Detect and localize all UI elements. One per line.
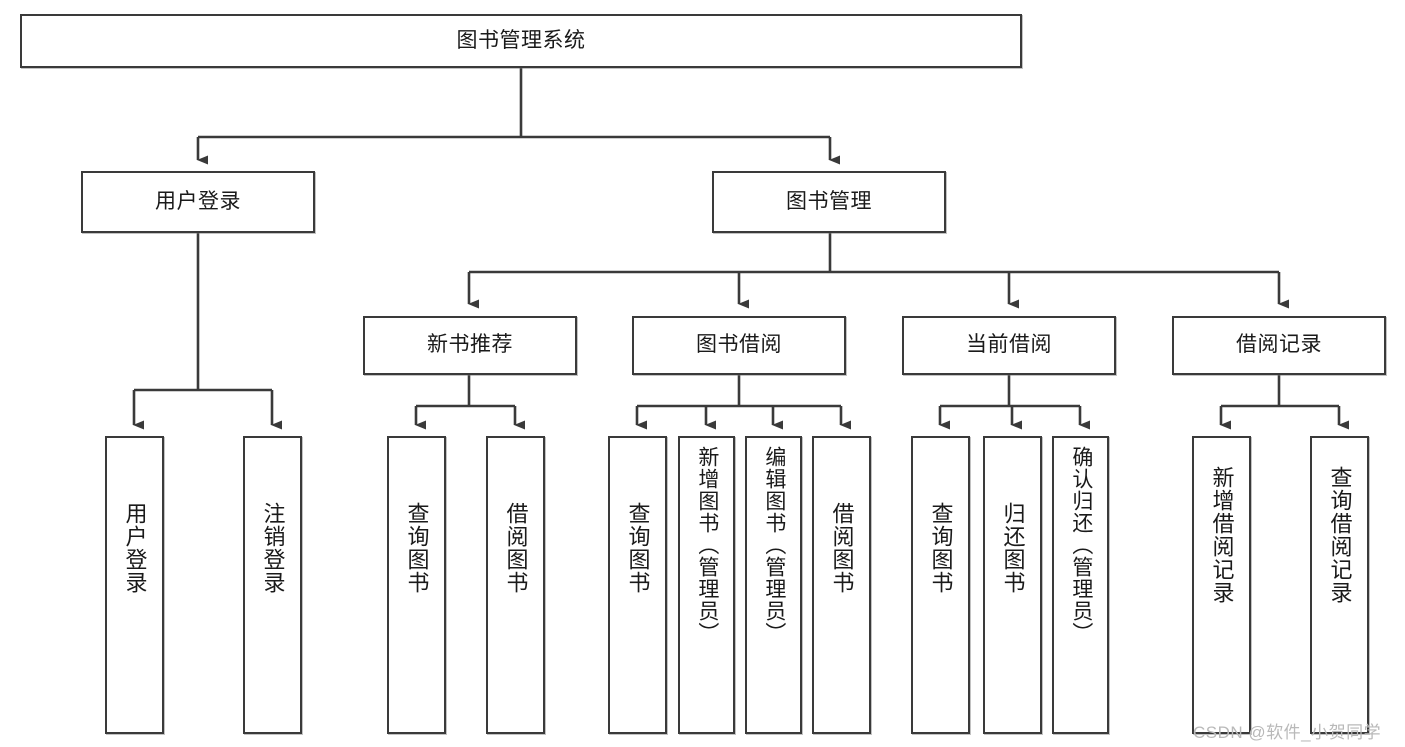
node-leaf-logout-label: 注销登录 [260,502,286,594]
node-leaf-query-book-3[interactable]: 查询图书 [911,436,970,734]
node-leaf-add-book[interactable]: 新增图书（管理员） [678,436,735,734]
node-leaf-user-login[interactable]: 用户登录 [105,436,164,734]
node-book-borrow[interactable]: 图书借阅 [632,316,846,375]
node-leaf-edit-book-label: 编辑图书（管理员） [762,446,786,644]
node-leaf-confirm-return[interactable]: 确认归还（管理员） [1052,436,1109,734]
node-leaf-user-login-label: 用户登录 [122,502,148,594]
node-leaf-query-book-1-label: 查询图书 [404,502,430,594]
node-leaf-add-book-label: 新增图书（管理员） [695,446,719,644]
node-leaf-query-record-label: 查询借阅记录 [1327,466,1353,604]
node-leaf-query-book-2[interactable]: 查询图书 [608,436,667,734]
node-user-login[interactable]: 用户登录 [81,171,315,233]
node-leaf-borrow-book-1-label: 借阅图书 [503,502,529,594]
node-leaf-borrow-book-2[interactable]: 借阅图书 [812,436,871,734]
node-current-borrow-label: 当前借阅 [966,333,1052,357]
node-leaf-add-record-label: 新增借阅记录 [1209,466,1235,604]
node-borrow-record[interactable]: 借阅记录 [1172,316,1386,375]
node-root[interactable]: 图书管理系统 [20,14,1022,68]
node-leaf-query-book-3-label: 查询图书 [928,502,954,594]
node-book-management[interactable]: 图书管理 [712,171,946,233]
node-leaf-return-book-label: 归还图书 [1000,502,1026,594]
node-leaf-borrow-book-1[interactable]: 借阅图书 [486,436,545,734]
node-leaf-logout[interactable]: 注销登录 [243,436,302,734]
node-book-management-label: 图书管理 [786,189,872,213]
node-current-borrow[interactable]: 当前借阅 [902,316,1116,375]
node-leaf-query-book-2-label: 查询图书 [625,502,651,594]
node-leaf-query-book-1[interactable]: 查询图书 [387,436,446,734]
node-new-book-recommend[interactable]: 新书推荐 [363,316,577,375]
node-root-label: 图书管理系统 [456,28,586,52]
node-leaf-add-record[interactable]: 新增借阅记录 [1192,436,1251,734]
node-new-book-recommend-label: 新书推荐 [427,333,513,357]
node-book-borrow-label: 图书借阅 [696,333,782,357]
node-leaf-return-book[interactable]: 归还图书 [983,436,1042,734]
node-leaf-query-record[interactable]: 查询借阅记录 [1310,436,1369,734]
node-leaf-confirm-return-label: 确认归还（管理员） [1069,446,1093,644]
node-user-login-label: 用户登录 [155,189,241,213]
node-leaf-borrow-book-2-label: 借阅图书 [829,502,855,594]
csdn-watermark: CSDN @软件_小贺同学 [1193,723,1382,742]
node-borrow-record-label: 借阅记录 [1236,333,1322,357]
node-leaf-edit-book[interactable]: 编辑图书（管理员） [745,436,802,734]
